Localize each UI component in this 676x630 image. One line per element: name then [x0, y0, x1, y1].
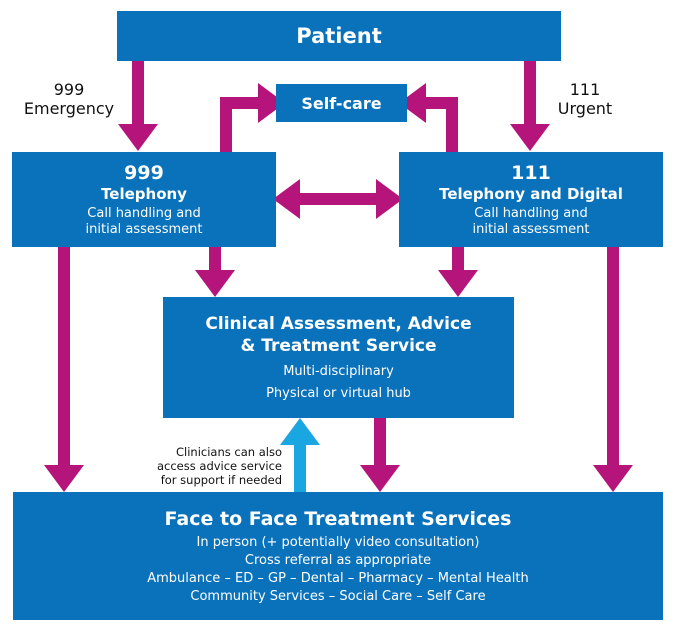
clinical-title-1: Clinical Assessment, Advice	[205, 313, 472, 334]
patient-title: Patient	[296, 24, 382, 48]
emergency-text: Emergency	[23, 99, 115, 118]
clinical-assessment-box[interactable]: Clinical Assessment, Advice & Treatment …	[163, 297, 514, 418]
arrow-999-to-clinical-head	[195, 270, 235, 297]
arrow-111-to-clinical-head	[438, 270, 478, 297]
arrow-clinical-to-face-to-face	[360, 418, 400, 492]
telephony-999-desc-1: Call handling and	[87, 205, 201, 221]
arrow-999-to-face-to-face	[44, 247, 84, 492]
arrow-111-to-face-to-face-head	[593, 465, 633, 492]
arrow-patient-to-999	[118, 61, 158, 151]
arrow-111-to-clinical	[438, 247, 478, 297]
clinical-desc-2: Physical or virtual hub	[266, 385, 411, 401]
arrow-111-to-face-to-face	[593, 247, 633, 492]
face-to-face-line-3: Ambulance – ED – GP – Dental – Pharmacy …	[147, 571, 529, 586]
arrow-clinical-to-face-to-face-head	[360, 465, 400, 492]
telephony-999-box[interactable]: 999 Telephony Call handling and initial …	[12, 152, 276, 247]
arrow-111-to-self-care	[399, 83, 458, 152]
self-care-box[interactable]: Self-care	[276, 84, 407, 122]
clinician-advice-note: Clinicians can also access advice servic…	[110, 445, 282, 487]
telephony-999-title: Telephony	[101, 184, 187, 203]
telephony-111-number: 111	[511, 161, 551, 184]
face-to-face-title: Face to Face Treatment Services	[164, 508, 512, 530]
urgent-label: 111 Urgent	[545, 80, 625, 118]
face-to-face-line-4: Community Services – Social Care – Self …	[190, 589, 486, 604]
arrow-patient-to-111	[510, 61, 550, 151]
clinician-note-line-1: Clinicians can also	[176, 445, 282, 459]
arrow-999-to-self-care-head	[258, 83, 285, 123]
clinician-note-line-2: access advice service	[156, 459, 282, 473]
arrow-999-111-bidirectional-head	[376, 179, 403, 219]
telephony-111-desc-1: Call handling and	[474, 205, 588, 221]
arrow-999-to-self-care	[220, 83, 285, 152]
arrow-999-111-bidirectional-head	[273, 179, 300, 219]
self-care-title: Self-care	[301, 93, 382, 113]
telephony-111-title: Telephony and Digital	[439, 184, 623, 203]
arrow-999-to-clinical	[195, 247, 235, 297]
face-to-face-box[interactable]: Face to Face Treatment Services In perso…	[13, 492, 663, 620]
arrow-face-to-face-to-clinical	[280, 418, 320, 492]
clinical-title-2: & Treatment Service	[240, 335, 437, 356]
telephony-999-desc-2: initial assessment	[85, 221, 203, 237]
arrow-patient-to-111-head	[510, 124, 550, 151]
arrow-999-111-bidirectional	[273, 179, 403, 219]
arrow-111-to-self-care-head	[399, 83, 426, 123]
telephony-999-number: 999	[124, 161, 164, 184]
arrow-face-to-face-to-clinical-head	[280, 418, 320, 445]
face-to-face-line-2: Cross referral as appropriate	[244, 553, 432, 568]
arrow-999-to-face-to-face-head	[44, 465, 84, 492]
clinical-desc-1: Multi-disciplinary	[283, 363, 394, 379]
telephony-111-desc-2: initial assessment	[472, 221, 590, 237]
telephony-111-box[interactable]: 111 Telephony and Digital Call handling …	[399, 152, 663, 247]
emergency-number: 999	[53, 80, 85, 99]
urgent-number: 111	[569, 80, 601, 99]
emergency-label: 999 Emergency	[14, 80, 124, 118]
patient-box[interactable]: Patient	[117, 11, 561, 61]
arrow-patient-to-999-head	[118, 124, 158, 151]
clinician-note-line-3: for support if needed	[160, 473, 282, 487]
urgent-text: Urgent	[557, 99, 613, 118]
face-to-face-line-1: In person (+ potentially video consultat…	[196, 535, 480, 550]
